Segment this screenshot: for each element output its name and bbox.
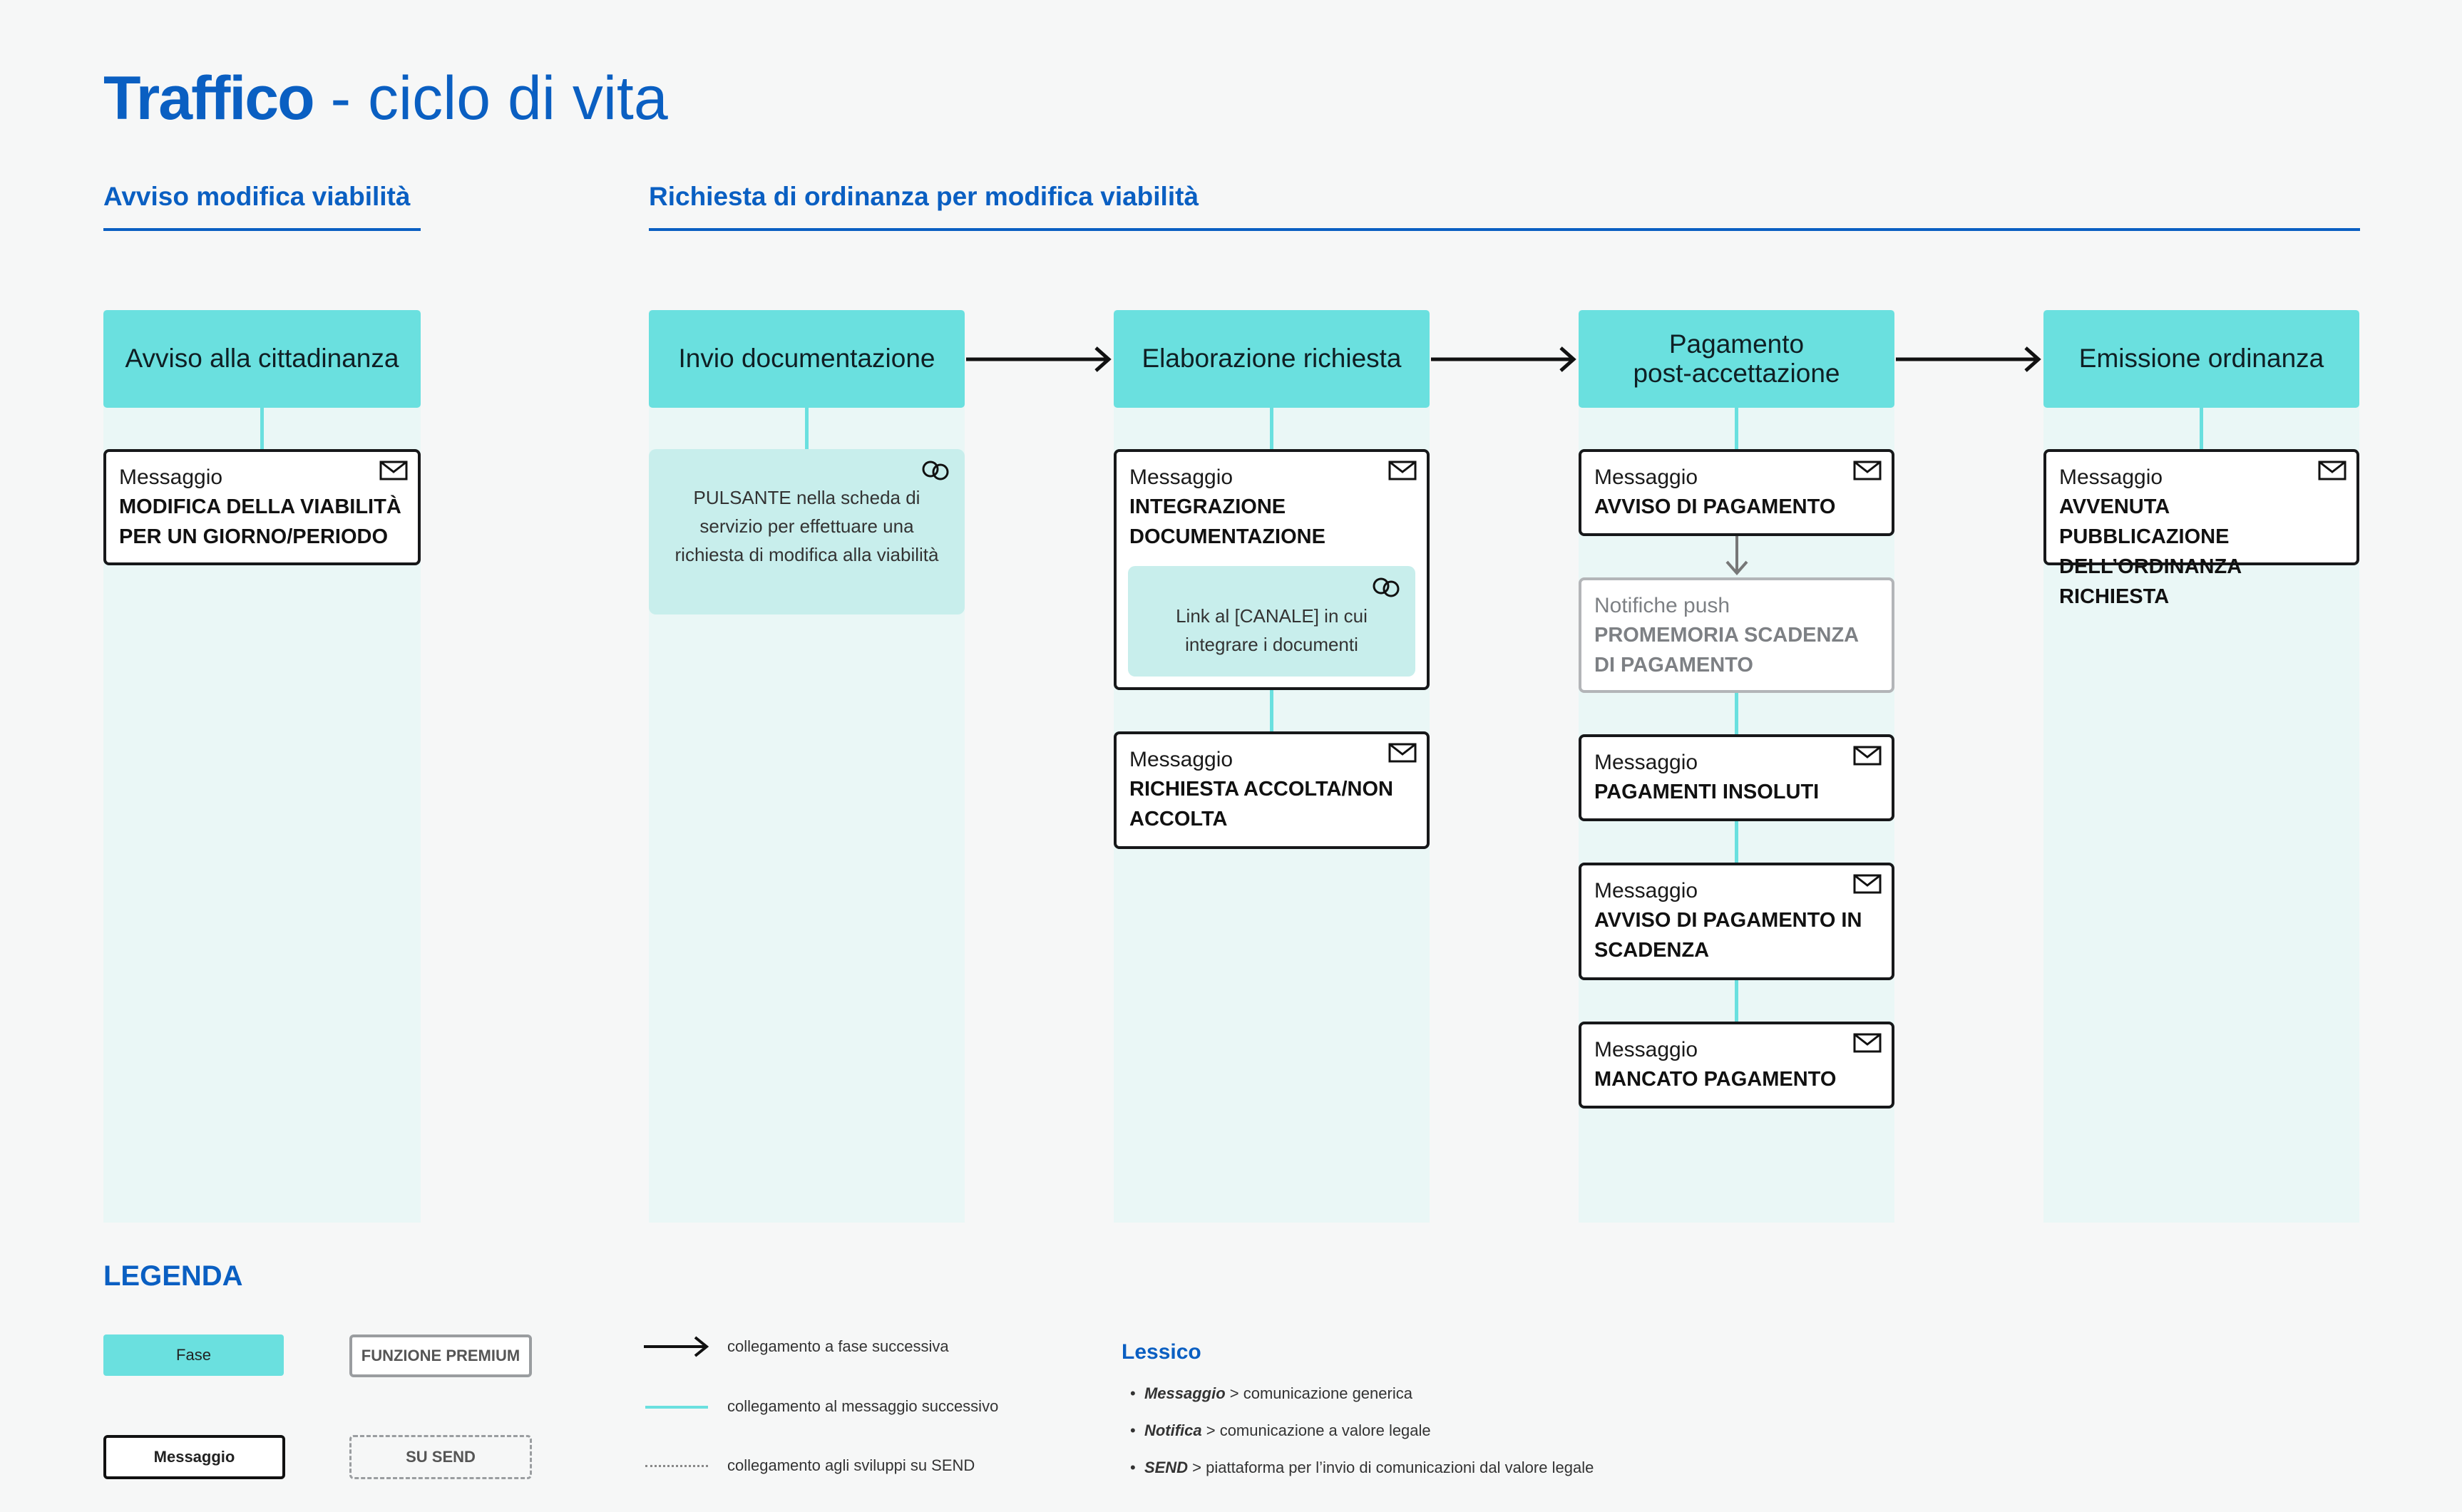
message-type: Messaggio xyxy=(1129,748,1233,771)
envelope-icon xyxy=(379,461,408,480)
lessico-title: Lessico xyxy=(1122,1340,1201,1364)
link-card-text: PULSANTE nella scheda di servizio per ef… xyxy=(675,487,939,565)
message-body: AVVENUTA PUBBLICAZIONE DELL’ORDINANZA RI… xyxy=(2059,495,2242,608)
message-body: MANCATO PAGAMENTO xyxy=(1594,1068,1837,1091)
message-type: Messaggio xyxy=(1129,466,1233,489)
message-card: Messaggio PAGAMENTI INSOLUTI xyxy=(1579,734,1894,821)
message-card: Messaggio RICHIESTA ACCOLTA/NON ACCOLTA xyxy=(1114,731,1430,849)
message-body: PAGAMENTI INSOLUTI xyxy=(1594,781,1820,803)
link-card: Link al [CANALE] in cui integrare i docu… xyxy=(1128,566,1415,677)
connector-line xyxy=(260,408,264,449)
phase-avviso-cittadinanza: Avviso alla cittadinanza xyxy=(103,310,421,408)
envelope-icon xyxy=(1388,461,1417,480)
lessico-item: • SEND > piattaforma per l’invio di comu… xyxy=(1130,1459,1594,1476)
legend-messaggio: Messaggio xyxy=(103,1435,285,1479)
envelope-icon xyxy=(1388,743,1417,763)
legend-arrow-text: collegamento a fase successiva xyxy=(727,1337,949,1355)
connector-line xyxy=(1735,980,1738,1022)
connector-line xyxy=(1735,693,1738,734)
message-body: RICHIESTA ACCOLTA/NON ACCOLTA xyxy=(1129,778,1393,830)
arrow-down-icon xyxy=(1725,536,1748,576)
phase-elaborazione-richiesta: Elaborazione richiesta xyxy=(1114,310,1430,408)
connector-line xyxy=(1270,690,1273,731)
message-body: INTEGRAZIONE DOCUMENTAZIONE xyxy=(1129,495,1325,548)
connector-line xyxy=(1735,821,1738,863)
envelope-icon xyxy=(1853,746,1882,766)
legend-dotted-sample xyxy=(645,1465,708,1467)
envelope-icon xyxy=(1853,874,1882,894)
message-type: Notifiche push xyxy=(1594,594,1730,617)
message-card: Messaggio AVVISO DI PAGAMENTO xyxy=(1579,449,1894,536)
lessico-item: • Notifica > comunicazione a valore lega… xyxy=(1130,1421,1431,1439)
message-body: MODIFICA DELLA VIABILITÀ PER UN GIORNO/P… xyxy=(119,495,401,548)
message-body: AVVISO DI PAGAMENTO xyxy=(1594,495,1836,518)
arrow-right-icon xyxy=(1896,346,2041,372)
legend-su-send: SU SEND xyxy=(349,1435,532,1479)
lessico-item: • Messaggio > comunicazione generica xyxy=(1130,1384,1412,1402)
connector-line xyxy=(2200,408,2203,449)
section-underline xyxy=(649,228,2360,231)
connector-line xyxy=(1270,408,1273,449)
legend-dotted-text: collegamento agli sviluppi su SEND xyxy=(727,1456,975,1474)
message-type: Messaggio xyxy=(1594,466,1698,489)
phase-invio-documentazione: Invio documentazione xyxy=(649,310,965,408)
envelope-icon xyxy=(2318,461,2346,480)
message-type: Messaggio xyxy=(1594,751,1698,774)
message-card: Messaggio MODIFICA DELLA VIABILITÀ PER U… xyxy=(103,449,421,565)
message-card: Messaggio INTEGRAZIONE DOCUMENTAZIONE Li… xyxy=(1114,449,1430,690)
message-body: AVVISO DI PAGAMENTO IN SCADENZA xyxy=(1594,909,1862,962)
legend-line-sample xyxy=(645,1406,708,1409)
link-card: PULSANTE nella scheda di servizio per ef… xyxy=(649,449,965,614)
envelope-icon xyxy=(1853,1033,1882,1053)
message-card: Messaggio AVVENUTA PUBBLICAZIONE DELL’OR… xyxy=(2043,449,2359,608)
arrow-right-icon xyxy=(966,346,1112,372)
message-body: PROMEMORIA SCADENZA DI PAGAMENTO xyxy=(1594,624,1859,677)
arrow-right-icon xyxy=(644,1336,709,1357)
link-card-text: Link al [CANALE] in cui integrare i docu… xyxy=(1176,605,1368,655)
phase-pagamento: Pagamento post-accettazione xyxy=(1579,310,1894,408)
envelope-icon xyxy=(1853,461,1882,480)
legend-line-text: collegamento al messaggio successivo xyxy=(727,1397,999,1415)
link-icon xyxy=(922,461,949,480)
page-title: Traffico - ciclo di vita xyxy=(103,64,668,133)
connector-line xyxy=(805,408,809,449)
link-icon xyxy=(1373,577,1400,597)
legend-premium: FUNZIONE PREMIUM xyxy=(349,1334,532,1377)
message-type: Messaggio xyxy=(1594,1038,1698,1061)
message-type: Messaggio xyxy=(119,466,223,489)
message-card: Messaggio MANCATO PAGAMENTO xyxy=(1579,1022,1894,1109)
message-type: Messaggio xyxy=(1594,879,1698,902)
section-title-richiesta: Richiesta di ordinanza per modifica viab… xyxy=(649,182,1199,211)
connector-line xyxy=(1735,408,1738,449)
legend-title: LEGENDA xyxy=(103,1260,243,1292)
phase-emissione-ordinanza: Emissione ordinanza xyxy=(2043,310,2359,408)
legend-fase: Fase xyxy=(103,1334,284,1376)
section-underline xyxy=(103,228,421,231)
section-title-avviso: Avviso modifica viabilità xyxy=(103,182,411,211)
message-card: Messaggio AVVISO DI PAGAMENTO IN SCADENZ… xyxy=(1579,863,1894,980)
push-notification-card: Notifiche push PROMEMORIA SCADENZA DI PA… xyxy=(1579,577,1894,693)
message-type: Messaggio xyxy=(2059,466,2163,489)
arrow-right-icon xyxy=(1431,346,1576,372)
